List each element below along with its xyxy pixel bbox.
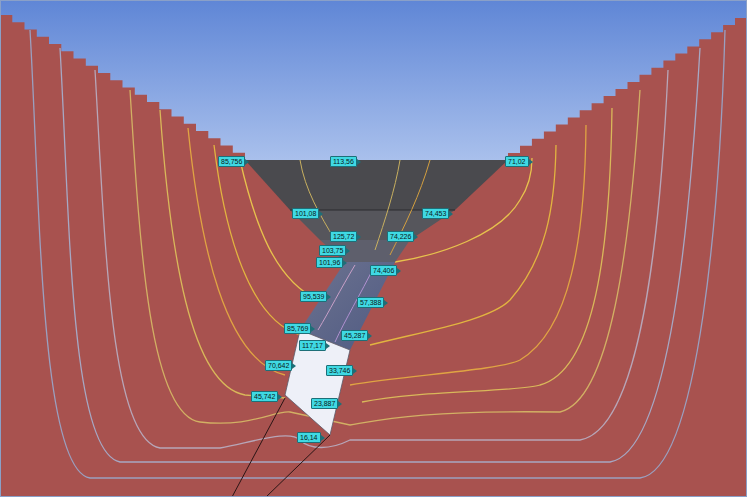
sky — [0, 0, 747, 160]
value-tag: 85,756 — [218, 156, 245, 167]
value-tag: 70,642 — [265, 360, 292, 371]
contours — [30, 30, 725, 478]
value-tag: 45,742 — [251, 391, 278, 402]
value-tag: 45,287 — [341, 330, 368, 341]
value-tag: 117,17 — [299, 340, 326, 351]
value-tag: 23,887 — [311, 398, 338, 409]
value-tag: 74,406 — [370, 265, 397, 276]
dam-upper — [245, 160, 508, 210]
bolt-line — [266, 435, 330, 497]
value-tag: 101,96 — [316, 257, 343, 268]
value-tag: 103,75 — [319, 245, 346, 256]
bolt-line — [232, 398, 285, 497]
value-tag: 33,746 — [326, 365, 353, 376]
value-tag: 74,226 — [387, 231, 414, 242]
value-tag: 113,56 — [330, 156, 357, 167]
value-tag: 74,453 — [422, 208, 449, 219]
value-tag: 85,769 — [284, 323, 311, 334]
value-tag: 71,02 — [505, 156, 529, 167]
white-block — [285, 330, 350, 435]
value-tag: 125,72 — [330, 231, 357, 242]
value-tag: 16,14 — [297, 432, 321, 443]
value-tag: 57,388 — [357, 297, 384, 308]
value-tag: 101,08 — [292, 208, 319, 219]
value-tag: 95,539 — [300, 291, 327, 302]
dam-contours — [300, 160, 430, 342]
